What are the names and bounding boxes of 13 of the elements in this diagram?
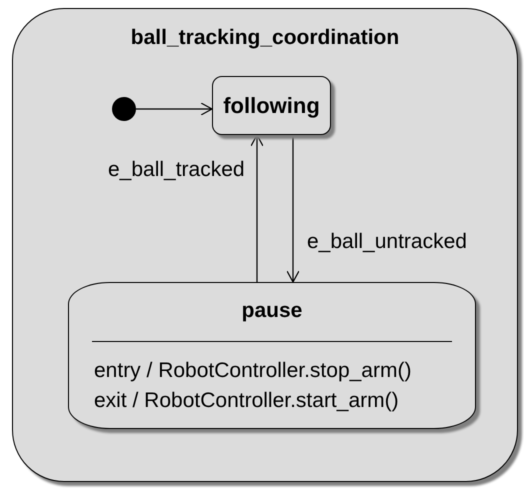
state-box <box>68 282 476 429</box>
state-box <box>212 76 331 135</box>
state-name: following <box>223 92 320 120</box>
state-action: entry / RobotController.stop_arm() <box>94 358 412 384</box>
edge-label: e_ball_tracked <box>108 158 245 182</box>
transition-arrow <box>250 134 264 282</box>
composite-state <box>12 8 518 482</box>
state-title: ball_tracking_coordination <box>130 25 400 51</box>
state-name: pause <box>240 298 304 324</box>
edge-label: e_ball_untracked <box>307 230 467 254</box>
state-action: exit / RobotController.start_arm() <box>94 388 400 414</box>
transition-arrow <box>136 102 213 116</box>
transition-arrow <box>286 135 300 283</box>
